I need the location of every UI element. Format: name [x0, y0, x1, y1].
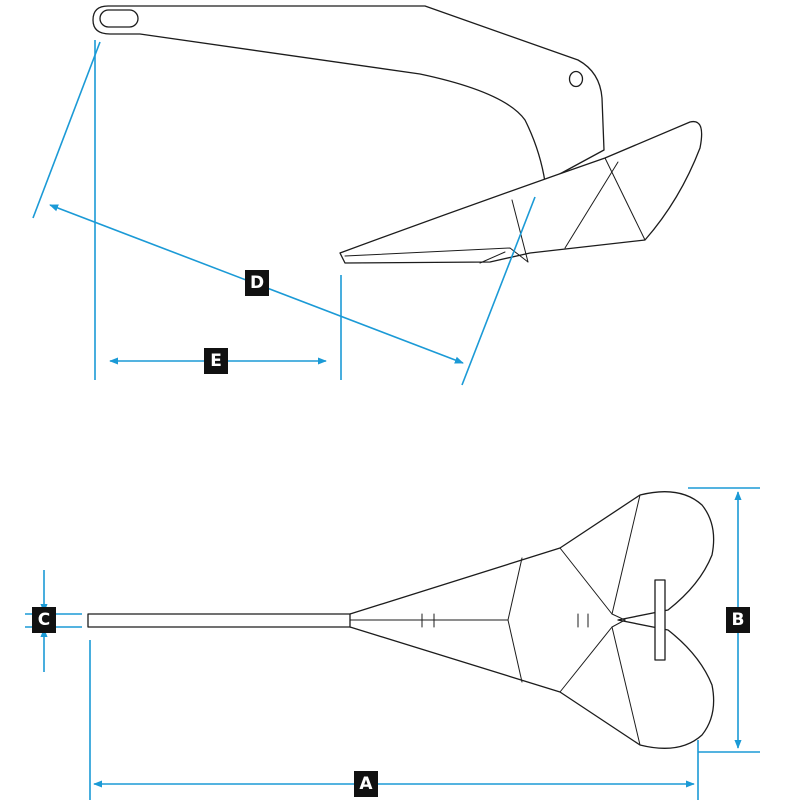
anchor-fluke-facet-5: [479, 251, 506, 264]
dim-d-extension-right: [461, 196, 536, 386]
dimension-lines: [25, 40, 760, 800]
anchor-back-plate: [654, 579, 666, 661]
anchor-side-view: [92, 5, 703, 264]
dimension-label-b: B: [726, 607, 750, 633]
dimension-label-e-text: E: [210, 351, 222, 371]
anchor-top-view: [87, 491, 715, 749]
anchor-blade-facet-8: [421, 613, 435, 628]
dimension-label-e: E: [204, 348, 228, 374]
dimension-label-d-text: D: [250, 273, 264, 293]
dimension-label-b-text: B: [732, 610, 745, 630]
anchor-blade-facet-7: [611, 613, 627, 628]
anchor-blade-facet-4: [559, 626, 613, 693]
anchor-shank-hole: [568, 70, 584, 88]
anchor-blade-facet-3: [559, 547, 613, 615]
anchor-blade-facet-1: [611, 494, 641, 615]
anchor-fluke-facet-3: [511, 199, 529, 263]
anchor-blade-facet-9: [577, 613, 589, 628]
anchor-blade-facet-2: [611, 626, 641, 746]
dimension-label-c-text: C: [38, 610, 50, 630]
anchor-shackle-slot: [99, 9, 139, 28]
dim-d-extension-left: [32, 41, 101, 219]
dimension-label-a-text: A: [359, 774, 373, 794]
anchor-fluke: [339, 120, 703, 264]
dimension-label-d: D: [245, 270, 269, 296]
anchor-fluke-facet-2: [564, 161, 619, 249]
anchor-blade-top: [349, 491, 715, 749]
dimension-label-a: A: [354, 771, 378, 797]
dimension-label-c: C: [32, 607, 56, 633]
anchor-shank: [92, 5, 605, 183]
